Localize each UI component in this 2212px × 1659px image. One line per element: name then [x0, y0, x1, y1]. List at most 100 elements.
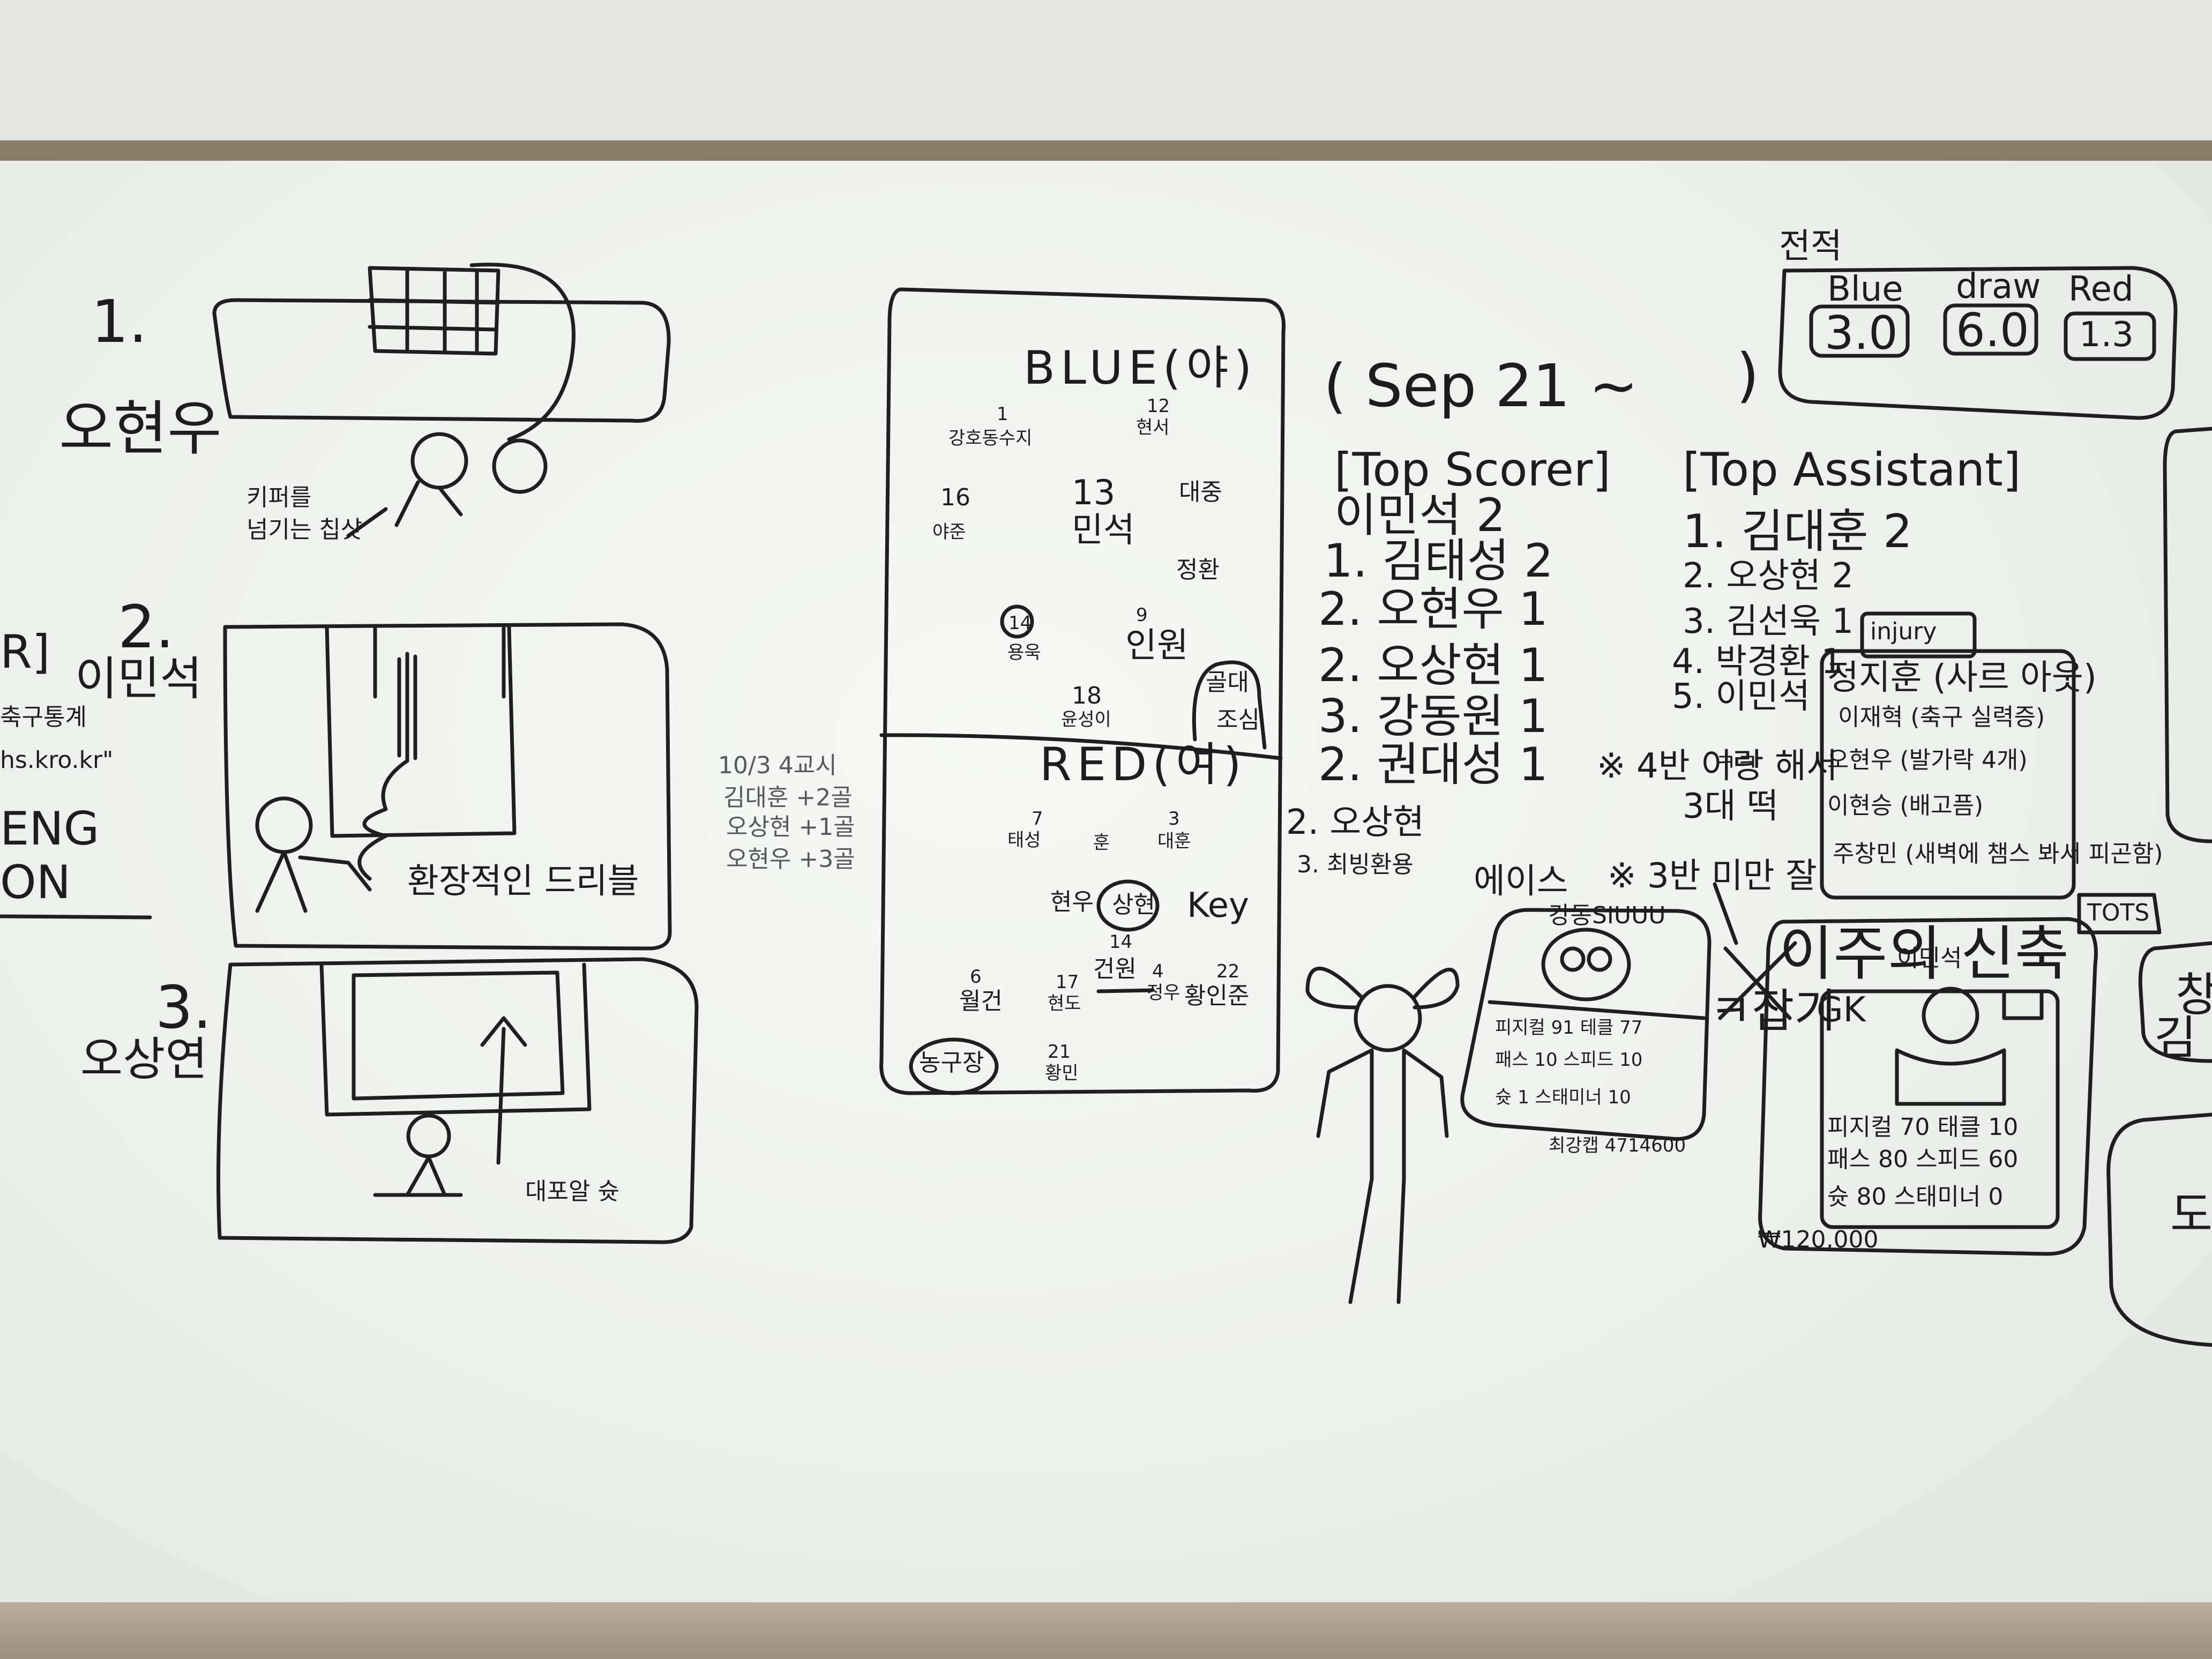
red-player-6: 월건: [959, 988, 1003, 1015]
panel2-dribble: [357, 652, 417, 881]
weekly-title: 이주의 신축: [1779, 920, 2069, 988]
season-close-paren: ): [1736, 341, 1759, 409]
corner-label-2: 조심: [1216, 706, 1260, 734]
blue-player-12: 현서: [1136, 417, 1170, 438]
record-box: [1778, 266, 2178, 420]
top-scorer-0: 이민석 2: [1334, 489, 1506, 542]
injury-label-box: [1860, 611, 1977, 659]
weekly-stats-2: 패스 80 스피드 60: [1827, 1146, 2019, 1173]
blue-player-14: 용욱: [1007, 642, 1041, 663]
red-player-num-22: 22: [1216, 961, 1240, 982]
top-assistant-3: 4. 박경환 1: [1672, 642, 1843, 682]
cut-text-5: ON: [0, 856, 71, 909]
panel3-shot: [480, 1016, 527, 1165]
top-assistant-note-2: 3대 떡: [1683, 787, 1778, 826]
item3-number: 3.: [155, 973, 212, 1042]
blue-player-18: 윤성이: [1061, 709, 1111, 730]
red-player-num-21: 21: [1048, 1041, 1071, 1063]
red-title: RED(여): [1040, 738, 1247, 791]
item2-caption: 환장적인 드리블: [407, 862, 639, 901]
blue-player-9: 인원: [1125, 626, 1189, 666]
injury-3: 이현승 (배고픔): [1827, 792, 1984, 819]
tots-label: TOTS: [2087, 899, 2150, 926]
injury-0: 정지훈 (사르 아웃): [1827, 658, 2097, 698]
top-assistant-2: 3. 김선욱 1: [1683, 602, 1854, 641]
record-blue-label: Blue: [1827, 270, 1903, 309]
ace-face: [1541, 928, 1631, 1002]
ace-stats-2: 패스 10 스피드 10: [1495, 1049, 1643, 1071]
blue-player-13: 민석: [1072, 511, 1135, 550]
blue-player-num-9: 9: [1136, 604, 1148, 626]
top-scorer-title: [Top Scorer]: [1334, 443, 1611, 497]
weekly-flag: [2002, 989, 2044, 1020]
panel1-player-head: [410, 432, 468, 490]
red-player-14: 건원: [1093, 955, 1137, 983]
red-player-sanghyun: 상현: [1112, 891, 1155, 918]
corner-label-1: 골대: [1206, 669, 1249, 696]
top-assistant-1: 2. 오상현 2: [1683, 556, 1854, 596]
formation-corner: [1192, 660, 1267, 750]
red-player-num-3: 3: [1168, 808, 1180, 829]
blue-player-daejung: 대중: [1179, 479, 1222, 506]
tots-box: [2077, 893, 2162, 935]
red-player-num-14: 14: [1109, 931, 1133, 953]
red-player-hyunwoo: 현우: [1050, 888, 1094, 916]
panel1-ball-path: [469, 263, 576, 442]
record-red-label: Red: [2068, 270, 2134, 309]
injury-2: 오현우 (발가락 4개): [1827, 746, 2028, 774]
figure-head: [1354, 984, 1422, 1052]
red-player-key: Key: [1187, 886, 1250, 925]
record-draw-box: [1943, 303, 2038, 356]
panel2-box: [223, 622, 672, 951]
blue-player-16: 야준: [932, 521, 966, 543]
whiteboard: [0, 161, 2212, 1602]
side-note-4: 오현우 +3골: [726, 846, 855, 873]
cut-text-3: hs.kro.kr": [0, 746, 114, 774]
far-right-3: 도: [2170, 1188, 2212, 1242]
panel3-player-head: [406, 1114, 451, 1159]
injury-box: [1820, 649, 2076, 900]
top-assistant-note-1: ※ 4반 이랑 해서: [1597, 746, 1838, 786]
red-player-num-6: 6: [970, 966, 982, 988]
player-ring-sanghyun: [1096, 879, 1160, 932]
item3-caption: 대포알 슛: [525, 1178, 619, 1205]
item1-caption-1: 키퍼를: [246, 484, 312, 511]
blue-title: BLUE(야): [1023, 341, 1258, 395]
record-blue-value: 3.0: [1825, 307, 1898, 360]
top-scorer-1: 1. 김태성 2: [1324, 534, 1553, 588]
ace-label: 에이스: [1474, 862, 1568, 901]
item2-name: 이민석: [75, 652, 203, 706]
red-player-21: 황민: [1045, 1063, 1079, 1084]
side-note-2: 김대훈 +2골: [723, 784, 853, 811]
player-ring-14: [1000, 604, 1034, 639]
ace-price: 최강캡 4714600: [1549, 1135, 1686, 1156]
red-player-4: 정우: [1147, 982, 1180, 1004]
item1-name: 오현우: [59, 394, 222, 463]
ace-name: 강동SIUUU: [1549, 902, 1666, 929]
weekly-card: [1758, 917, 2098, 1256]
top-assistant-note-3: ㅋㅋ: [1715, 749, 1758, 776]
panel3-goal: [319, 962, 592, 1117]
item1-number: 1.: [91, 287, 147, 356]
top-assistant-0: 1. 김대훈 2: [1683, 505, 1912, 558]
red-player-22: 황인준: [1184, 982, 1250, 1010]
record-red-box: [2064, 311, 2156, 361]
panel1-goal: [368, 266, 500, 356]
panel3-box: [216, 957, 699, 1244]
weekly-face: [1922, 987, 1979, 1044]
red-player-7: 태성: [1007, 829, 1041, 851]
injury-4: 주창민 (새벽에 챔스 봐서 피곤함): [1833, 840, 2163, 868]
panel1-ball: [492, 438, 548, 494]
side-note-1: 10/3 4교시: [718, 752, 837, 779]
ace-stats-1: 피지컬 91 테클 77: [1495, 1017, 1643, 1038]
court-label-oval: [909, 1037, 999, 1095]
record-draw-value: 6.0: [1956, 304, 2029, 357]
red-player-17: 현도: [1048, 993, 1081, 1014]
ace-card: [1460, 908, 1712, 1141]
record-draw-label: draw: [1956, 267, 2041, 307]
blue-player-num-13: 13: [1072, 473, 1116, 513]
top-assistant-4: 5. 이민석: [1672, 677, 1811, 716]
weekly-side-text: ㅋ잡기: [1709, 984, 1837, 1038]
blue-player-junghwan: 정환: [1176, 556, 1220, 584]
